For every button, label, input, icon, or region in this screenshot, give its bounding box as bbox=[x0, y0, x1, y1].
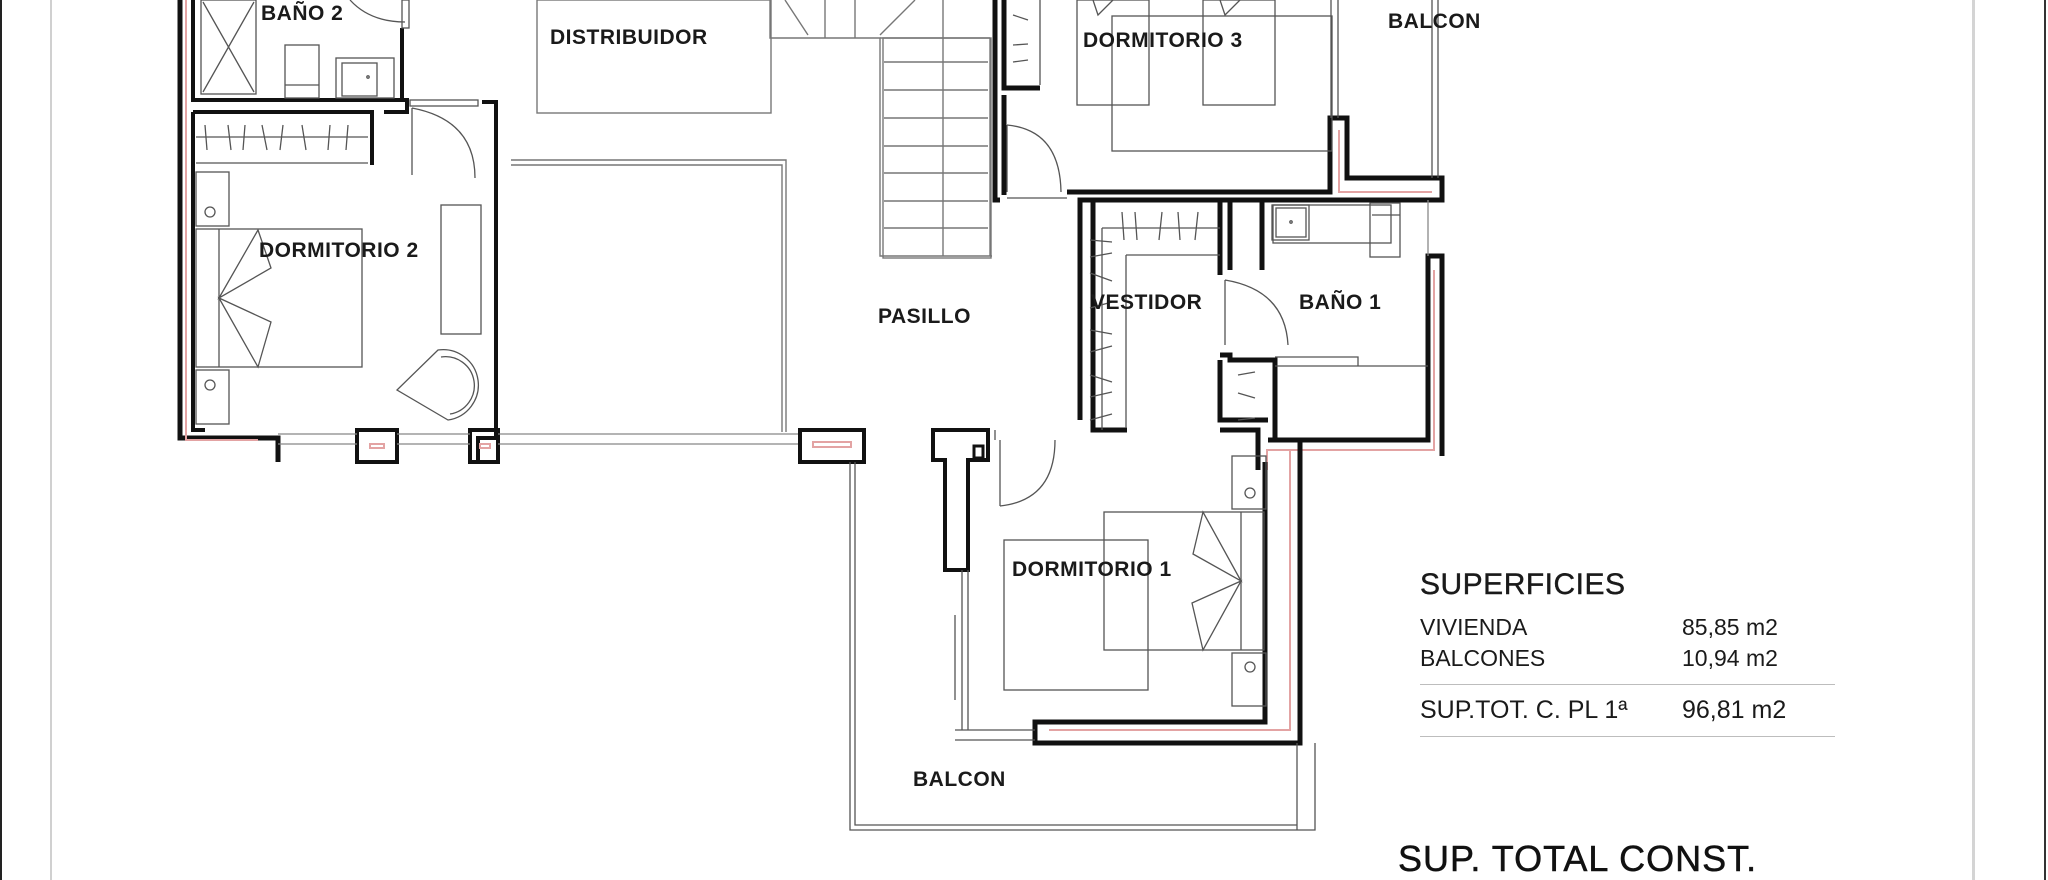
center-lines bbox=[511, 0, 992, 432]
room-label-bano-2: BAÑO 2 bbox=[261, 2, 344, 25]
dorm1-furniture bbox=[849, 430, 1316, 831]
surface-label: BALCONES bbox=[1420, 645, 1546, 671]
vestidor-bano1-furniture bbox=[1089, 200, 1429, 430]
room-label-balcon-bottom: BALCON bbox=[913, 768, 1006, 791]
surface-value: 85,85 m2 bbox=[1682, 614, 1778, 640]
room-label-vestidor: VESTIDOR bbox=[1091, 291, 1203, 314]
page-margin-left bbox=[50, 0, 52, 880]
left-wing-insulation bbox=[185, 0, 491, 449]
surface-label: VIVIENDA bbox=[1420, 614, 1528, 640]
surfaces-divider bbox=[1420, 684, 1835, 685]
room-label-bano-1: BAÑO 1 bbox=[1299, 291, 1382, 314]
surface-row-total: SUP.TOT. C. PL 1ª 96,81 m2 bbox=[1420, 695, 1900, 726]
dorm3-furniture bbox=[1006, 0, 1439, 199]
room-label-pasillo: PASILLO bbox=[878, 305, 971, 328]
room-label-dormitorio-3: DORMITORIO 3 bbox=[1083, 29, 1243, 52]
surface-total-value: 96,81 m2 bbox=[1682, 696, 1787, 724]
surfaces-table: SUPERFICIES VIVIENDA 85,85 m2 BALCONES 1… bbox=[1420, 568, 1900, 747]
surface-row-balcones: BALCONES 10,94 m2 bbox=[1420, 643, 1900, 674]
room-label-balcon-top: BALCON bbox=[1388, 10, 1481, 33]
page-frame-right bbox=[2044, 0, 2046, 880]
surface-row-vivienda: VIVIENDA 85,85 m2 bbox=[1420, 612, 1900, 643]
surfaces-divider-bottom bbox=[1420, 736, 1835, 737]
room-label-dormitorio-1: DORMITORIO 1 bbox=[1012, 558, 1172, 581]
dorm1-walls bbox=[1032, 437, 1303, 746]
page-frame-left bbox=[0, 0, 2, 880]
total-construction-heading: SUP. TOTAL CONST. bbox=[1398, 838, 1758, 880]
surface-total-label: SUP.TOT. C. PL 1ª bbox=[1420, 696, 1628, 724]
left-wing-furniture bbox=[195, 0, 800, 445]
center-walls bbox=[798, 428, 990, 572]
room-label-distribuidor: DISTRIBUIDOR bbox=[550, 26, 708, 49]
left-wing-walls bbox=[177, 0, 500, 464]
room-label-dormitorio-2: DORMITORIO 2 bbox=[259, 239, 419, 262]
page-margin-right bbox=[1972, 0, 1975, 880]
surfaces-title: SUPERFICIES bbox=[1420, 568, 1626, 601]
surface-value: 10,94 m2 bbox=[1682, 645, 1778, 671]
